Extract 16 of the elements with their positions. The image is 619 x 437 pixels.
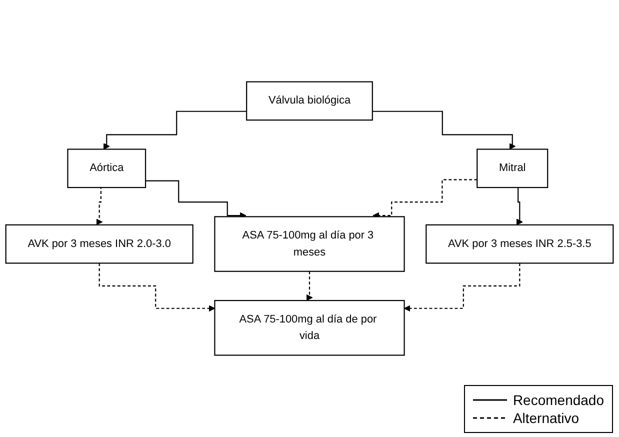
arrow xyxy=(404,262,520,312)
node-box: Válvula biológica xyxy=(246,81,373,121)
arrow xyxy=(306,270,313,301)
arrow xyxy=(516,186,523,226)
node-box: Mitral xyxy=(476,148,548,188)
node-box: AVK por 3 meses INR 2.5-3.5 xyxy=(426,224,614,264)
node-box: ASA 75-100mg al día por 3 meses xyxy=(214,216,405,272)
arrow xyxy=(103,110,247,150)
node-box: Aórtica xyxy=(67,148,146,188)
arrow xyxy=(98,262,216,312)
legend-label: Recomendado xyxy=(512,392,604,408)
node-box: ASA 75-100mg al día de por vida xyxy=(214,300,405,356)
arrow xyxy=(96,186,103,226)
node-box: AVK por 3 meses INR 2.0-3.0 xyxy=(5,224,194,264)
legend-label: Alternativo xyxy=(512,410,580,426)
arrow xyxy=(372,110,516,150)
